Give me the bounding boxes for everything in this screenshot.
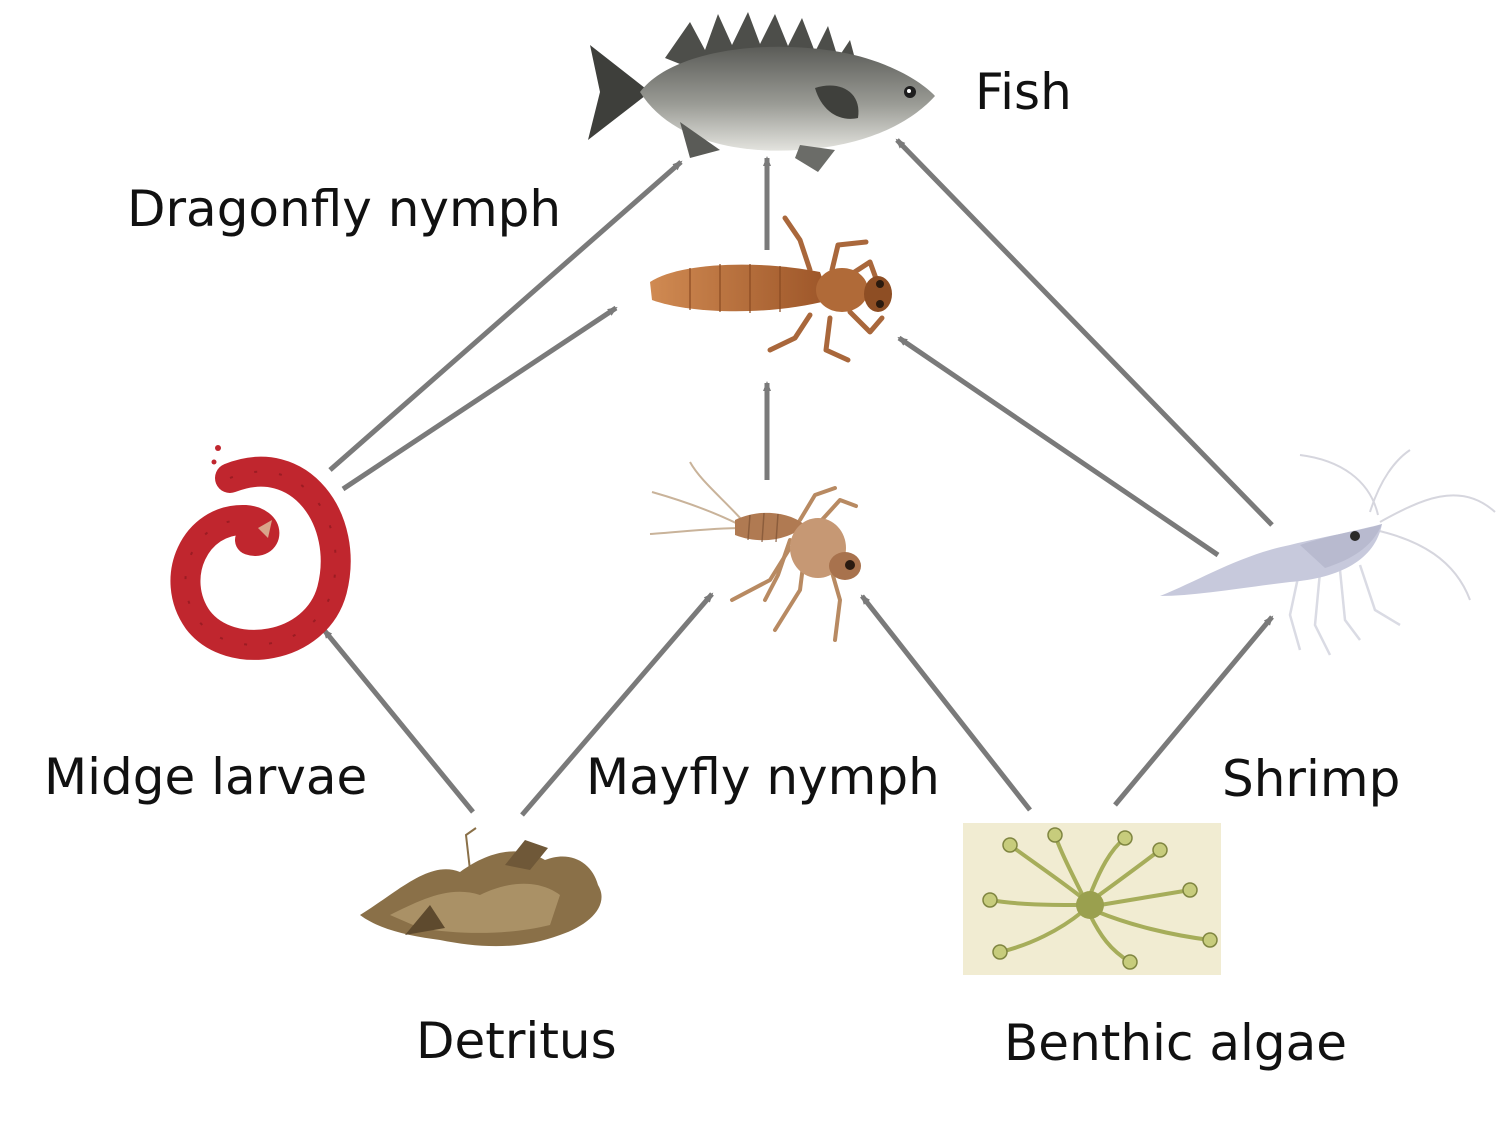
shrimp-icon [1160, 449, 1496, 656]
arrow-detritus-to-midge [322, 628, 475, 814]
detritus-icon [360, 827, 602, 947]
benthic-algae-icon [963, 823, 1221, 975]
label-fish: Fish [975, 63, 1072, 121]
label-shrimp: Shrimp [1222, 750, 1400, 808]
arrow-shrimp-to-fish [895, 138, 1274, 527]
arrow-shrimp-to-dragonfly [897, 335, 1220, 558]
arrow-midge-to-dragonfly [341, 305, 618, 492]
arrow-algae-to-mayfly [860, 594, 1032, 812]
midge-larvae-icon [170, 445, 351, 660]
fish-icon [588, 12, 935, 172]
arrow-midge-to-fish [328, 160, 683, 472]
arrow-detritus-to-mayfly [520, 592, 714, 817]
label-mayfly-nymph: Mayfly nymph [586, 748, 940, 806]
arrows-layer [322, 138, 1274, 817]
label-midge-larvae: Midge larvae [44, 748, 367, 806]
label-detritus: Detritus [416, 1012, 617, 1070]
dragonfly-nymph-icon [650, 215, 892, 363]
label-dragonfly-nymph: Dragonfly nymph [127, 180, 561, 238]
mayfly-nymph-icon [649, 461, 861, 642]
label-benthic-algae: Benthic algae [1004, 1014, 1347, 1072]
arrow-algae-to-shrimp [1113, 615, 1274, 807]
